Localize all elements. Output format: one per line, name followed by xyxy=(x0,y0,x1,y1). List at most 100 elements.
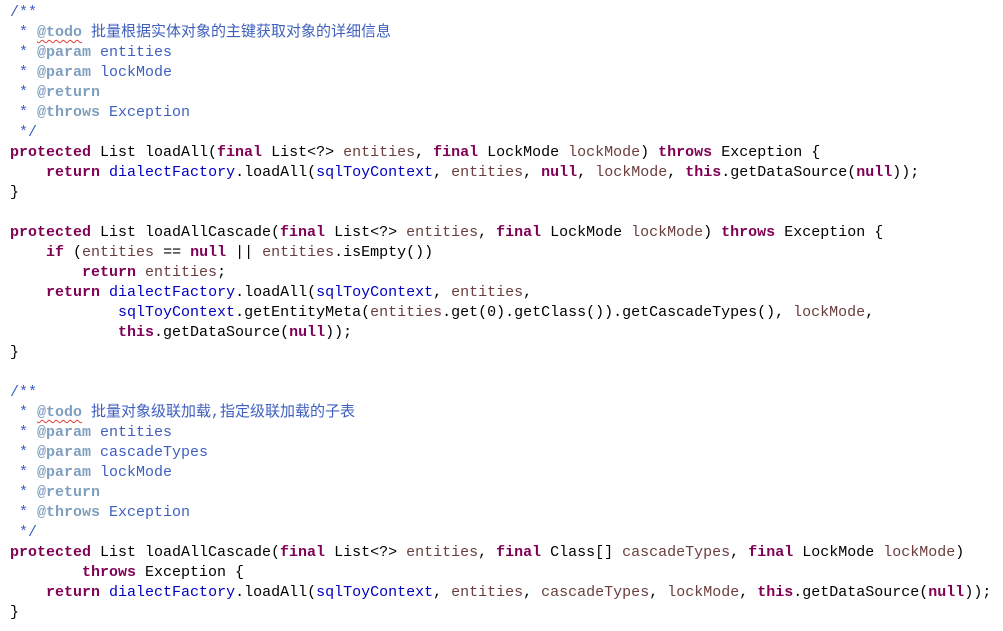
code-line[interactable]: * @throws Exception xyxy=(10,103,991,123)
variable-token: lockMode xyxy=(568,144,641,161)
javadoc-tag: @throws xyxy=(37,504,101,521)
code-token: || xyxy=(226,244,263,261)
variable-token: cascadeTypes xyxy=(541,584,650,601)
code-token: List loadAllCascade( xyxy=(91,224,281,241)
code-token xyxy=(10,284,46,301)
code-token: List<?> xyxy=(325,224,407,241)
code-token: List<?> xyxy=(325,544,407,561)
code-line[interactable]: return dialectFactory.loadAll(sqlToyCont… xyxy=(10,583,991,603)
code-token: LockMode xyxy=(478,144,569,161)
keyword-token: return xyxy=(82,264,137,281)
keyword-token: throws xyxy=(721,224,776,241)
code-token: ) xyxy=(640,144,659,161)
code-line[interactable]: return dialectFactory.loadAll(sqlToyCont… xyxy=(10,283,991,303)
code-token: ( xyxy=(64,244,83,261)
keyword-token: if xyxy=(46,244,65,261)
keyword-token: return xyxy=(46,164,101,181)
comment-token: 批量根据实体对象的主键获取对象的详细信息 xyxy=(82,24,392,41)
keyword-token: throws xyxy=(82,564,137,581)
code-token: List<?> xyxy=(262,144,344,161)
code-line[interactable]: * @param cascadeTypes xyxy=(10,443,991,463)
code-token: LockMode xyxy=(541,224,632,241)
keyword-token: final xyxy=(280,544,326,561)
javadoc-tag: @param xyxy=(37,44,92,61)
code-line[interactable]: } xyxy=(10,183,991,203)
code-line[interactable] xyxy=(10,363,991,383)
keyword-token: protected xyxy=(10,224,92,241)
code-line[interactable]: * @return xyxy=(10,483,991,503)
code-line[interactable]: * @throws Exception xyxy=(10,503,991,523)
code-line[interactable]: */ xyxy=(10,523,991,543)
keyword-token: this xyxy=(685,164,722,181)
comment-token: */ xyxy=(10,524,38,541)
code-token: } xyxy=(10,184,20,201)
javadoc-tag: @todo xyxy=(37,404,83,421)
keyword-token: null xyxy=(289,324,326,341)
code-line[interactable]: throws Exception { xyxy=(10,563,991,583)
code-line[interactable]: * @param lockMode xyxy=(10,63,991,83)
code-token: , xyxy=(433,584,452,601)
javadoc-tag: @return xyxy=(37,484,101,501)
javadoc-tag: @param xyxy=(37,444,92,461)
keyword-token: this xyxy=(118,324,155,341)
code-editor[interactable]: /** * @todo 批量根据实体对象的主键获取对象的详细信息 * @para… xyxy=(10,3,991,623)
code-token: .getDataSource( xyxy=(721,164,857,181)
code-line[interactable]: * @todo 批量根据实体对象的主键获取对象的详细信息 xyxy=(10,23,991,43)
code-line[interactable]: protected List loadAll(final List<?> ent… xyxy=(10,143,991,163)
code-token: , xyxy=(730,544,749,561)
javadoc-tag: @throws xyxy=(37,104,101,121)
code-line[interactable]: if (entities == null || entities.isEmpty… xyxy=(10,243,991,263)
code-line[interactable]: * @param entities xyxy=(10,423,991,443)
code-line[interactable]: * @todo 批量对象级联加载,指定级联加载的子表 xyxy=(10,403,991,423)
code-line[interactable] xyxy=(10,203,991,223)
keyword-token: final xyxy=(433,144,479,161)
keyword-token: return xyxy=(46,584,101,601)
code-token: , xyxy=(523,284,533,301)
code-line[interactable]: } xyxy=(10,603,991,623)
keyword-token: final xyxy=(748,544,794,561)
code-token: List loadAllCascade( xyxy=(91,544,281,561)
code-token: , xyxy=(649,584,668,601)
code-token: List loadAll( xyxy=(91,144,218,161)
code-token: )); xyxy=(325,324,353,341)
comment-token: * xyxy=(10,444,38,461)
code-line[interactable]: protected List loadAllCascade(final List… xyxy=(10,223,991,243)
code-line[interactable]: /** xyxy=(10,383,991,403)
code-token: .get(0).getClass()).getCascadeTypes(), xyxy=(442,304,794,321)
code-token: , xyxy=(865,304,875,321)
code-token: .loadAll( xyxy=(235,584,317,601)
variable-token: entities xyxy=(82,244,155,261)
field-token: sqlToyContext xyxy=(316,164,434,181)
code-token: , xyxy=(523,584,542,601)
code-line[interactable]: * @param lockMode xyxy=(10,463,991,483)
code-line[interactable]: * @param entities xyxy=(10,43,991,63)
code-line[interactable]: return entities; xyxy=(10,263,991,283)
keyword-token: null xyxy=(541,164,578,181)
keyword-token: final xyxy=(496,544,542,561)
code-line[interactable]: protected List loadAllCascade(final List… xyxy=(10,543,991,563)
code-token xyxy=(136,264,145,281)
comment-token: * xyxy=(10,64,38,81)
code-line[interactable]: * @return xyxy=(10,83,991,103)
code-token: LockMode xyxy=(793,544,884,561)
comment-token: * xyxy=(10,24,38,41)
code-token: , xyxy=(433,164,452,181)
keyword-token: null xyxy=(928,584,965,601)
comment-token: * xyxy=(10,484,38,501)
javadoc-tag: @param xyxy=(37,424,92,441)
variable-token: entities xyxy=(451,584,524,601)
code-line[interactable]: sqlToyContext.getEntityMeta(entities.get… xyxy=(10,303,991,323)
code-line[interactable]: /** xyxy=(10,3,991,23)
variable-token: lockMode xyxy=(667,584,740,601)
comment-token: * xyxy=(10,464,38,481)
code-line[interactable]: } xyxy=(10,343,991,363)
code-token xyxy=(100,164,109,181)
code-line[interactable]: */ xyxy=(10,123,991,143)
code-line[interactable]: return dialectFactory.loadAll(sqlToyCont… xyxy=(10,163,991,183)
comment-token: */ xyxy=(10,124,38,141)
comment-token: entities xyxy=(91,424,173,441)
javadoc-tag: @param xyxy=(37,64,92,81)
code-token xyxy=(10,564,82,581)
keyword-token: this xyxy=(757,584,794,601)
code-line[interactable]: this.getDataSource(null)); xyxy=(10,323,991,343)
